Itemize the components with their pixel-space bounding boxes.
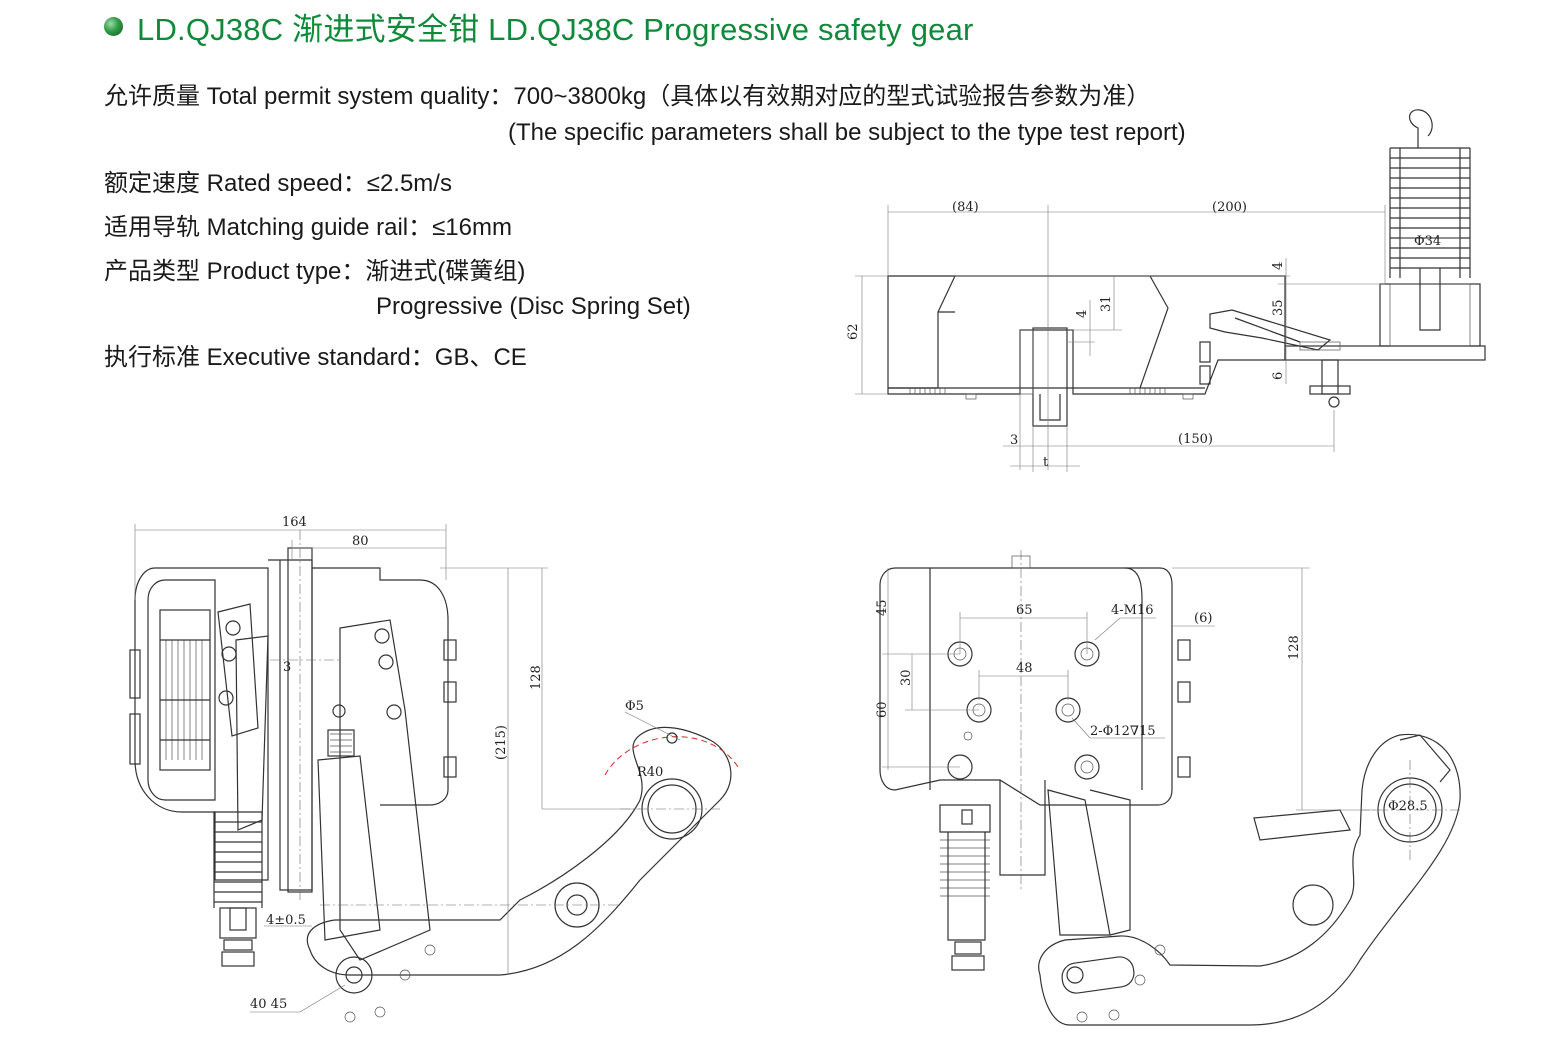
dim-31: 31 <box>1099 295 1114 312</box>
page-title: LD.QJ38C 渐进式安全钳 LD.QJ38C Progressive saf… <box>137 11 974 47</box>
dim-35: 35 <box>1271 299 1286 316</box>
dim-34: Φ34 <box>1414 234 1441 249</box>
dim-30: 30 <box>899 669 914 686</box>
dim-4a: 4 <box>1271 262 1286 270</box>
dim-128-right: 128 <box>1287 635 1302 660</box>
dim-80: 80 <box>352 534 369 549</box>
dim-6: 6 <box>1271 372 1286 380</box>
dim-215: (215) <box>494 725 509 760</box>
top-view-teeth <box>909 388 1194 400</box>
dim-2-phi12: 2-Φ12∇15 <box>1090 724 1155 739</box>
dim-84: (84) <box>952 200 979 215</box>
dim-phi28-5: Φ28.5 <box>1388 799 1428 814</box>
top-view: (84) (200) Φ34 62 4 35 6 31 4 3 (150) <box>846 109 1486 472</box>
dim-r40: R40 <box>637 765 663 780</box>
front-view-right: 65 4-M16 (6) 45 60 30 48 2-Φ12∇15 128 <box>875 550 1461 1026</box>
green-bullet-icon <box>104 16 123 36</box>
top-spring-icon <box>1389 109 1471 278</box>
dim-45: 45 <box>875 599 890 616</box>
dim-65: 65 <box>1016 603 1033 618</box>
dim-4b: 4 <box>1075 310 1090 318</box>
dim-6-paren: (6) <box>1194 611 1212 626</box>
guide-rail <box>1032 327 1068 427</box>
disc-spring-stack-icon <box>129 609 211 771</box>
dim-48: 48 <box>1016 661 1033 676</box>
spec-type: 产品类型 Product type：渐进式(碟簧组) <box>104 258 526 285</box>
spec-rail: 适用导轨 Matching guide rail：≤16mm <box>104 214 512 241</box>
spec-type-en: Progressive (Disc Spring Set) <box>376 293 691 320</box>
spec-speed: 额定速度 Rated speed：≤2.5m/s <box>104 170 452 197</box>
dim-4-m16: 4-M16 <box>1111 603 1154 618</box>
dim-4pm05: 4±0.5 <box>266 913 306 928</box>
dim-62: 62 <box>846 323 861 340</box>
title-row: LD.QJ38C 渐进式安全钳 LD.QJ38C Progressive saf… <box>104 6 974 47</box>
dim-40-45: 40 45 <box>250 997 287 1012</box>
dim-164: 164 <box>282 515 307 530</box>
dim-3-left: 3 <box>283 660 291 675</box>
spec-standard: 执行标准 Executive standard：GB、CE <box>104 344 527 371</box>
dim-150: (150) <box>1178 432 1213 447</box>
dim-t: t <box>1043 455 1049 470</box>
spec-quality-note: (The specific parameters shall be subjec… <box>508 119 1186 146</box>
dim-128-left: 128 <box>529 665 544 690</box>
spec-quality: 允许质量 Total permit system quality：700~380… <box>104 83 1151 110</box>
compression-spring-icon <box>213 811 263 967</box>
dim-3: 3 <box>1010 433 1018 448</box>
dim-phi5: Φ5 <box>625 699 644 714</box>
spring-housing <box>1379 283 1481 347</box>
dim-60: 60 <box>875 701 890 718</box>
front-view-left: 164 80 3 128 (215) Φ5 R40 4±0.5 40 45 <box>129 515 741 1023</box>
dim-200: (200) <box>1212 200 1247 215</box>
